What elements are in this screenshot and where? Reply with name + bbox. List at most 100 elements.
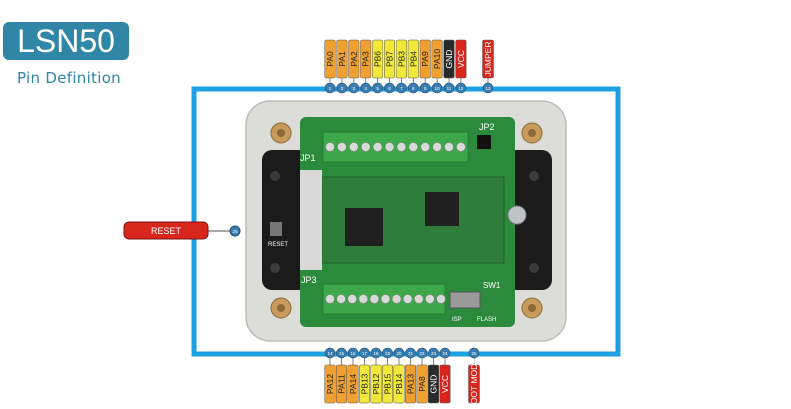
- top-pin-tag: [407, 39, 419, 79]
- top-terminal-block: [322, 131, 469, 163]
- top-pin-num-dot: [336, 82, 348, 94]
- bottom-pin-num: 21: [408, 351, 414, 356]
- reset-callout: RESET 26: [123, 221, 241, 240]
- flash-label: FLASH: [477, 317, 496, 323]
- bottom-pin-num: 15: [339, 351, 345, 356]
- top-pin-tag: [348, 39, 360, 79]
- terminal-screw: [384, 142, 395, 152]
- bottom-pin-9: GND 23: [428, 347, 439, 404]
- top-pin-num-dot: [419, 82, 431, 94]
- antenna-screw: [507, 205, 527, 225]
- jp2-label: JP2: [479, 122, 495, 132]
- terminal-screw: [391, 294, 402, 304]
- bottom-pin-tag: [382, 364, 393, 404]
- terminal-screw: [369, 294, 380, 304]
- bottom-pin-num-dot: [439, 347, 451, 359]
- top-pin-num-dot: [360, 82, 372, 94]
- terminal-screw: [325, 142, 335, 152]
- top-pin-label: GND: [444, 50, 454, 69]
- reset-silk-label: RESET: [268, 242, 288, 248]
- top-pin-num-dot: [384, 82, 395, 94]
- top-pin-num: 10: [435, 86, 441, 91]
- terminal-screw: [408, 142, 419, 152]
- page-subtitle: Pin Definition: [17, 69, 121, 87]
- top-pin-tag: [324, 39, 336, 79]
- reset-num-dot: [229, 225, 241, 237]
- bottom-pin-0: PA12 14: [324, 347, 336, 404]
- top-pin-label: PB4: [408, 51, 418, 67]
- bottom-pin-num: 19: [385, 351, 391, 356]
- jp3-label: JP3: [301, 275, 317, 285]
- top-pin-1: PA12: [336, 39, 348, 94]
- bottom-pin-num: 23: [431, 351, 437, 356]
- bottom-pin-tag: [370, 364, 382, 404]
- bottom-pin-label: GND: [429, 375, 439, 394]
- bottom-pin-1: PA11 15: [336, 347, 347, 404]
- radio-chip: [425, 192, 459, 226]
- top-pin-tag: [336, 39, 348, 79]
- bottom-pin-num: 20: [396, 351, 402, 356]
- top-pin-tag: [455, 39, 467, 79]
- bottom-pin-num-dot: [347, 347, 359, 359]
- terminal-screw: [432, 142, 442, 152]
- bottom-pin-tag: [468, 364, 480, 404]
- top-pin-num: 12: [458, 86, 464, 91]
- terminal-screw: [413, 294, 424, 304]
- top-pin-num-dot: [372, 82, 383, 94]
- top-pin-num: 8: [412, 86, 415, 91]
- terminal-screw: [436, 294, 446, 304]
- bottom-pin-tag: [428, 364, 439, 404]
- top-pin-num-dot: [407, 82, 419, 94]
- bottom-pin-num: 25: [471, 351, 477, 356]
- bottom-pin-label: PA11: [337, 374, 347, 394]
- corner-screws: [270, 122, 543, 319]
- bottom-pin-tag: [359, 364, 370, 404]
- bottom-pin-tag: [405, 364, 416, 404]
- bottom-pin-label: BOOT MODE: [469, 358, 479, 409]
- bottom-pin-num-dot: [393, 347, 405, 359]
- top-pin-label: PA0: [325, 51, 335, 67]
- sw1-switch: [449, 291, 481, 309]
- top-pin-num-dot: [482, 82, 494, 94]
- bottom-pin-num: 17: [362, 351, 368, 356]
- sw1-label: SW1: [483, 281, 501, 290]
- mcu-chip: [345, 208, 383, 246]
- terminal-screw: [358, 294, 369, 304]
- bottom-pin-tag: [416, 364, 428, 404]
- enclosure: JP1 JP2 JP3 SW1 RESET ISP FLASH: [245, 100, 567, 342]
- bottom-pin-label: PA12: [325, 374, 335, 394]
- bottom-pin-label: VCC: [440, 375, 450, 393]
- bottom-pin-label: PB13: [360, 373, 370, 394]
- bottom-pin-num-dot: [405, 347, 416, 359]
- bottom-pin-3: PB13 17: [359, 347, 370, 404]
- bottom-pin-num: 14: [327, 351, 333, 356]
- top-pin-num-dot: [348, 82, 360, 94]
- bottom-pin-boot: BOOT MODE 25: [468, 347, 480, 409]
- bottom-pin-num-dot: [336, 347, 347, 359]
- bottom-pin-num-dot: [416, 347, 428, 359]
- top-pin-num: 1: [329, 86, 332, 91]
- bottom-pin-tag: [393, 364, 405, 404]
- top-pin-num: 6: [388, 86, 391, 91]
- bottom-pin-num: 16: [350, 351, 356, 356]
- bottom-pin-tag: [324, 364, 336, 404]
- top-pin-tag: [419, 39, 431, 79]
- top-pin-7: PB4 8: [407, 39, 419, 94]
- terminal-screw: [325, 294, 335, 304]
- terminal-screw: [444, 142, 454, 152]
- terminal-screw: [396, 142, 407, 152]
- top-pin-num: 3: [353, 86, 356, 91]
- isp-label: ISP: [452, 317, 462, 323]
- top-pin-tag: [384, 39, 395, 79]
- bottom-pin-num-dot: [324, 347, 336, 359]
- terminal-screw: [348, 142, 359, 152]
